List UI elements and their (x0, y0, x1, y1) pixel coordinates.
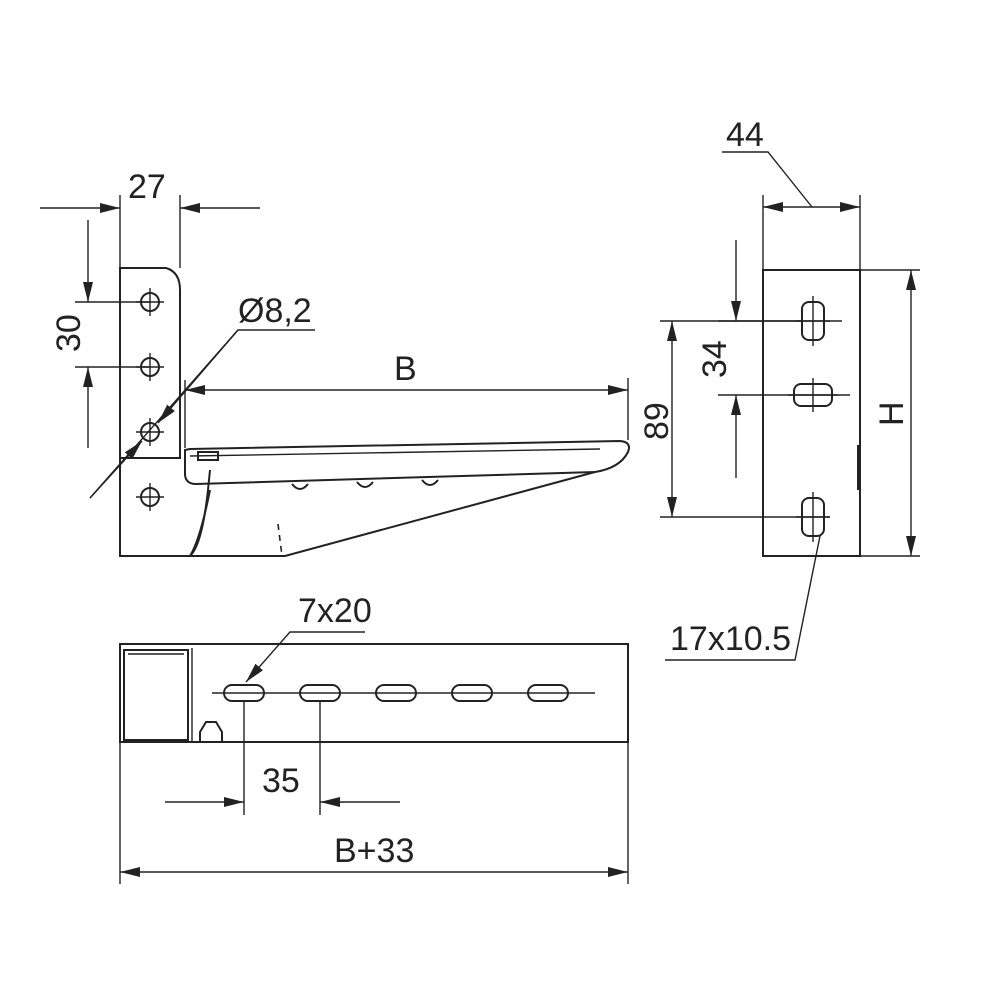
dim-44: 44 (726, 116, 764, 154)
dim-34: 34 (696, 340, 734, 378)
top-slot (527, 684, 569, 702)
dim-30: 30 (50, 314, 88, 352)
plate-hole (136, 418, 164, 446)
dim-35: 35 (262, 762, 300, 800)
side-view: 27 30 Ø8,2 B 89 (40, 168, 676, 557)
plate-hole (136, 483, 164, 511)
top-slot (375, 684, 417, 702)
dim-B-plus-33: B+33 (334, 832, 414, 870)
bracket-gusset (188, 471, 596, 557)
bracket-arm (184, 439, 630, 486)
dim-hole-diameter: Ø8,2 (238, 292, 312, 330)
plate-front (762, 269, 861, 557)
top-view: 7x20 35 B+33 (119, 592, 629, 884)
dim-top-slot-size: 7x20 (298, 592, 372, 630)
dim-H: H (873, 401, 911, 426)
arm-top (119, 643, 629, 743)
dim-slot-size: 17x10.5 (670, 620, 791, 658)
front-view: 44 34 H 17x10.5 (660, 116, 920, 661)
dim-89: 89 (638, 402, 676, 440)
dim-27: 27 (128, 168, 166, 206)
top-slot (451, 684, 493, 702)
dim-B: B (394, 350, 417, 388)
